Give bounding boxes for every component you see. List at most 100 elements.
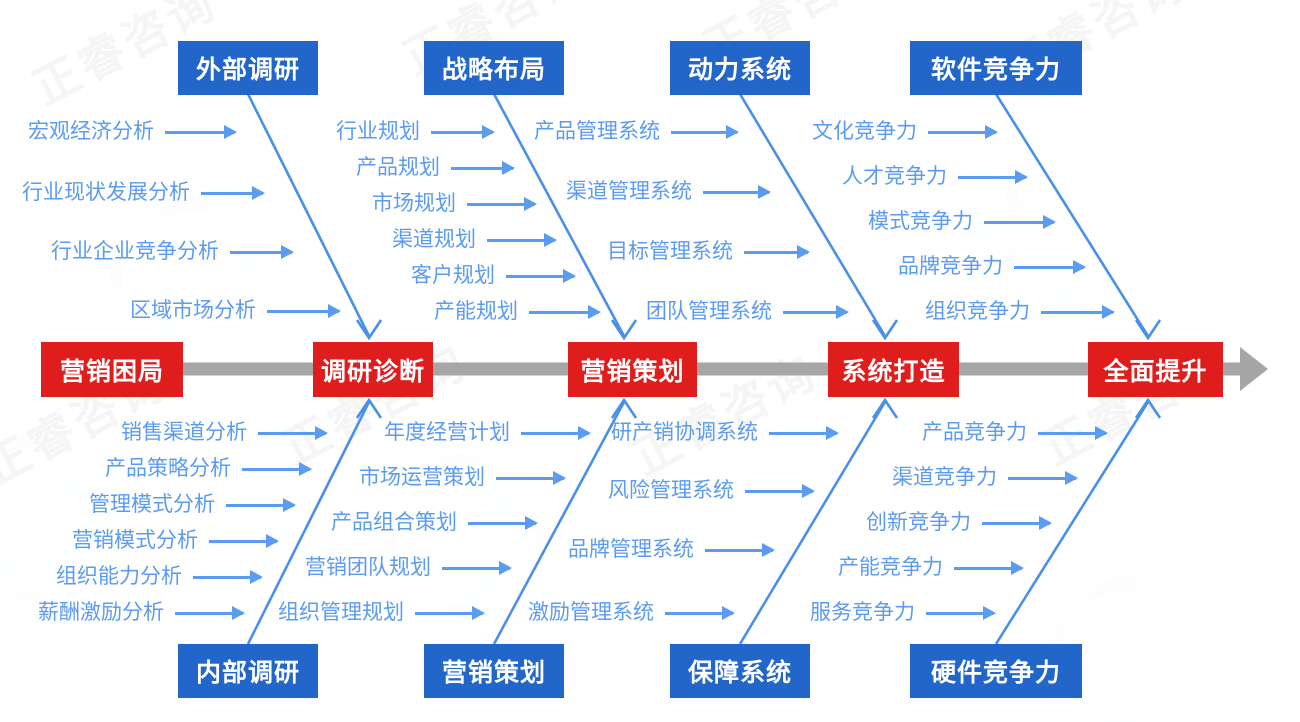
cause-row[interactable]: 客户规划 xyxy=(411,263,576,289)
category-label: 战略布局 xyxy=(441,56,546,84)
cause-row[interactable]: 文化竞争力 xyxy=(812,119,998,145)
cause-row[interactable]: 行业现状发展分析 xyxy=(22,180,265,206)
cause-row[interactable]: 产品组合策划 xyxy=(331,510,538,536)
cause-row[interactable]: 营销团队规划 xyxy=(305,555,512,581)
category-box-bottom-2[interactable]: 保障系统 xyxy=(670,644,810,698)
cause-label: 渠道竞争力 xyxy=(892,466,997,489)
cause-arrow-icon xyxy=(982,516,1052,530)
cause-arrow-icon xyxy=(745,484,815,498)
cause-label: 风险管理系统 xyxy=(608,479,734,502)
cause-row[interactable]: 市场运营策划 xyxy=(359,465,566,491)
cause-arrow-icon xyxy=(783,305,849,319)
cause-label: 渠道管理系统 xyxy=(566,180,692,203)
cause-label: 渠道规划 xyxy=(392,228,476,251)
cause-row[interactable]: 市场规划 xyxy=(372,191,537,217)
cause-label: 人才竞争力 xyxy=(842,165,947,188)
cause-row[interactable]: 区域市场分析 xyxy=(130,298,341,324)
category-box-bottom-3[interactable]: 硬件竞争力 xyxy=(910,644,1082,698)
cause-arrow-icon xyxy=(258,426,328,440)
cause-arrow-icon xyxy=(267,304,341,318)
cause-label: 服务竞争力 xyxy=(810,601,915,624)
cause-label: 产品竞争力 xyxy=(922,421,1027,444)
category-box-top-2[interactable]: 动力系统 xyxy=(670,41,810,95)
category-box-bottom-1[interactable]: 营销策划 xyxy=(424,644,564,698)
cause-row[interactable]: 行业规划 xyxy=(336,119,495,145)
cause-row[interactable]: 产能规划 xyxy=(434,299,601,325)
cause-row[interactable]: 产品管理系统 xyxy=(534,119,739,145)
spine-node-1[interactable]: 调研诊断 xyxy=(313,342,433,397)
cause-arrow-icon xyxy=(954,561,1024,575)
cause-row[interactable]: 模式竞争力 xyxy=(868,209,1056,235)
cause-row[interactable]: 目标管理系统 xyxy=(607,239,810,265)
cause-row[interactable]: 销售渠道分析 xyxy=(121,420,328,446)
cause-row[interactable]: 团队管理系统 xyxy=(646,299,849,325)
cause-row[interactable]: 年度经营计划 xyxy=(384,420,591,446)
cause-arrow-icon xyxy=(769,426,839,440)
cause-arrow-icon xyxy=(201,186,265,200)
cause-label: 区域市场分析 xyxy=(130,299,256,322)
spine-node-3[interactable]: 系统打造 xyxy=(828,342,959,397)
cause-label: 产能竞争力 xyxy=(838,556,943,579)
category-box-top-3[interactable]: 软件竞争力 xyxy=(910,41,1082,95)
cause-row[interactable]: 品牌管理系统 xyxy=(568,537,775,563)
cause-label: 宏观经济分析 xyxy=(28,120,154,143)
cause-row[interactable]: 管理模式分析 xyxy=(89,492,296,518)
spine-node-label: 营销策划 xyxy=(580,357,685,386)
cause-row[interactable]: 薪酬激励分析 xyxy=(38,600,245,626)
cause-label: 营销团队规划 xyxy=(305,556,431,579)
cause-row[interactable]: 产品规划 xyxy=(356,155,515,181)
cause-row[interactable]: 激励管理系统 xyxy=(528,600,735,626)
cause-label: 目标管理系统 xyxy=(607,240,733,263)
cause-label: 模式竞争力 xyxy=(868,210,973,233)
category-label: 软件竞争力 xyxy=(930,56,1061,84)
cause-arrow-icon xyxy=(506,269,576,283)
cause-arrow-icon xyxy=(226,498,296,512)
cause-label: 市场规划 xyxy=(372,192,456,215)
cause-label: 产品组合策划 xyxy=(331,511,457,534)
cause-row[interactable]: 产品竞争力 xyxy=(922,420,1108,446)
category-box-top-0[interactable]: 外部调研 xyxy=(178,41,318,95)
cause-arrow-icon xyxy=(926,606,996,620)
cause-row[interactable]: 创新竞争力 xyxy=(866,510,1052,536)
category-box-bottom-0[interactable]: 内部调研 xyxy=(178,644,318,698)
cause-label: 文化竞争力 xyxy=(812,120,917,143)
cause-arrow-icon xyxy=(165,125,237,139)
cause-arrow-icon xyxy=(744,245,810,259)
cause-label: 产品规划 xyxy=(356,156,440,179)
cause-row[interactable]: 人才竞争力 xyxy=(842,164,1028,190)
spine-node-0[interactable]: 营销困局 xyxy=(41,342,183,397)
cause-row[interactable]: 营销模式分析 xyxy=(72,528,279,554)
cause-row[interactable]: 服务竞争力 xyxy=(810,600,996,626)
cause-label: 激励管理系统 xyxy=(528,601,654,624)
cause-label: 组织管理规划 xyxy=(278,601,404,624)
cause-row[interactable]: 渠道规划 xyxy=(392,227,557,253)
spine-node-2[interactable]: 营销策划 xyxy=(568,342,697,397)
cause-arrow-icon xyxy=(703,185,771,199)
cause-row[interactable]: 渠道竞争力 xyxy=(892,465,1078,491)
cause-row[interactable]: 研产销协调系统 xyxy=(611,420,839,446)
cause-arrow-icon xyxy=(468,516,538,530)
cause-row[interactable]: 风险管理系统 xyxy=(608,478,815,504)
cause-label: 组织竞争力 xyxy=(925,300,1030,323)
cause-row[interactable]: 品牌竞争力 xyxy=(898,254,1086,280)
cause-row[interactable]: 宏观经济分析 xyxy=(28,119,237,145)
spine-node-label: 营销困局 xyxy=(59,357,164,386)
cause-label: 行业企业竞争分析 xyxy=(51,240,219,263)
spine-arrowhead xyxy=(1240,347,1268,391)
cause-row[interactable]: 行业企业竞争分析 xyxy=(51,239,294,265)
cause-label: 薪酬激励分析 xyxy=(38,601,164,624)
cause-row[interactable]: 渠道管理系统 xyxy=(566,179,771,205)
cause-row[interactable]: 产品策略分析 xyxy=(105,456,312,482)
cause-row[interactable]: 产能竞争力 xyxy=(838,555,1024,581)
cause-arrow-icon xyxy=(451,161,515,175)
cause-label: 行业现状发展分析 xyxy=(22,181,190,204)
spine-node-4[interactable]: 全面提升 xyxy=(1088,342,1223,397)
cause-arrow-icon xyxy=(984,215,1056,229)
cause-arrow-icon xyxy=(665,606,735,620)
cause-row[interactable]: 组织竞争力 xyxy=(925,299,1115,325)
cause-arrow-icon xyxy=(431,125,495,139)
category-box-top-1[interactable]: 战略布局 xyxy=(424,41,564,95)
cause-row[interactable]: 组织管理规划 xyxy=(278,600,485,626)
category-label: 动力系统 xyxy=(687,56,792,84)
cause-row[interactable]: 组织能力分析 xyxy=(56,564,263,590)
